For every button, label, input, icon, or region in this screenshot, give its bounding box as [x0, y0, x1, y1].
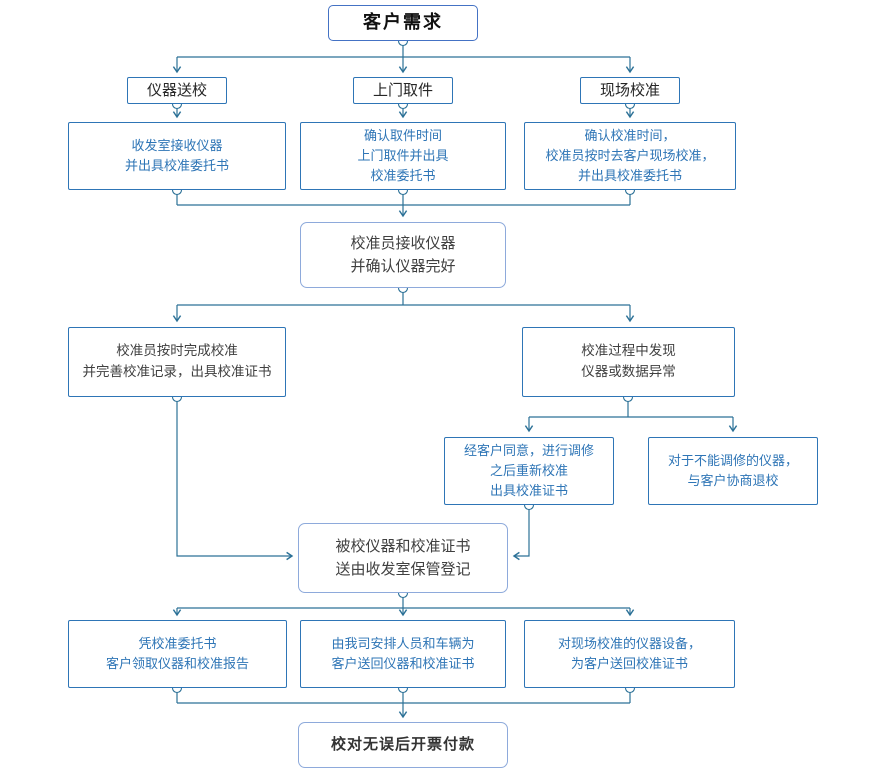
connector-storage-split [177, 597, 630, 609]
node-instrument-send: 仪器送校 [127, 77, 227, 104]
node-customer-demand: 客户需求 [328, 5, 478, 41]
connector-title-drop [177, 45, 630, 58]
node-confirm-pickup: 确认取件时间 上门取件并出具 校准委托书 [300, 122, 506, 190]
connector-row8-merge [176, 692, 631, 704]
node-abnormality-found: 校准过程中发现 仪器或数据异常 [522, 327, 735, 397]
node-repair-recalibrate: 经客户同意，进行调修 之后重新校准 出具校准证书 [444, 437, 614, 505]
node-invoice-payment: 校对无误后开票付款 [298, 722, 508, 768]
node-storage-register: 被校仪器和校准证书 送由收发室保管登记 [298, 523, 508, 593]
node-onsite-cert-return: 对现场校准的仪器设备， 为客户送回校准证书 [524, 620, 735, 688]
node-complete-calibration: 校准员按时完成校准 并完善校准记录，出具校准证书 [68, 327, 286, 397]
node-calibrator-receive: 校准员接收仪器 并确认仪器完好 [300, 222, 506, 288]
node-customer-collect: 凭校准委托书 客户领取仪器和校准报告 [68, 620, 287, 688]
connector-row3-merge [176, 194, 631, 206]
connector-complete-to-storage [176, 401, 294, 561]
node-door-pickup: 上门取件 [353, 77, 453, 104]
node-mailroom-receive: 收发室接收仪器 并出具校准委托书 [68, 122, 286, 190]
node-cannot-repair: 对于不能调修的仪器， 与客户协商退校 [648, 437, 818, 505]
connector-row4-split [177, 292, 630, 306]
node-onsite-calibration: 现场校准 [580, 77, 680, 104]
node-confirm-onsite: 确认校准时间， 校准员按时去客户现场校准， 并出具校准委托书 [524, 122, 736, 190]
connector-repair-to-storage [512, 509, 530, 561]
node-company-return: 由我司安排人员和车辆为 客户送回仪器和校准证书 [300, 620, 506, 688]
connector-abnormal-split [529, 401, 733, 418]
